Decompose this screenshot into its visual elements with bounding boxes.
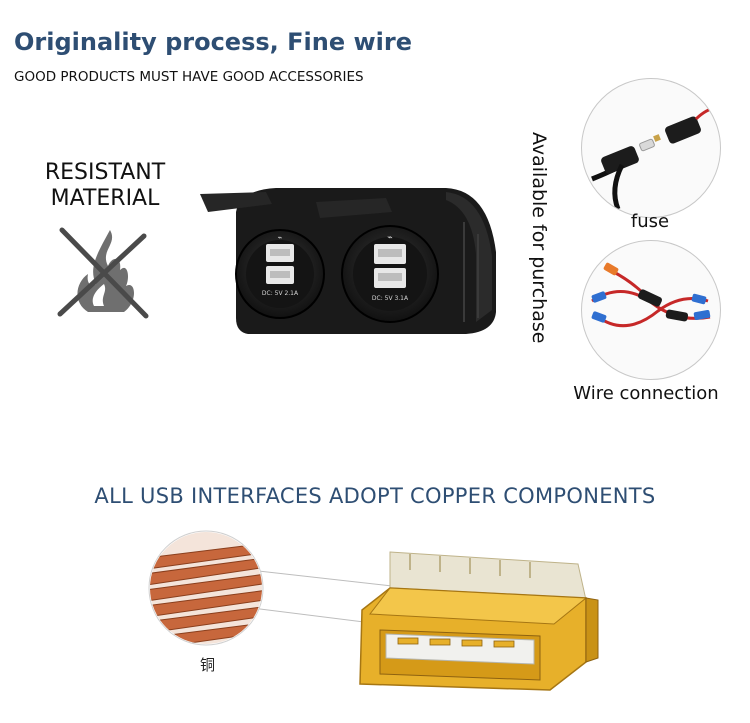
right-socket-rating: DC: 5V 3.1A [372,295,409,302]
svg-text:⌁: ⌁ [387,233,392,243]
available-for-purchase-text: Available for purchase [526,132,550,347]
copper-sample-callout [148,530,429,646]
no-fire-icon [57,227,149,319]
usb-connector-illustration [359,551,599,691]
resistant-line-2: MATERIAL [50,186,160,211]
wire-connection-image [581,240,721,380]
resistant-material-label: RESISTANT MATERIAL [20,160,190,212]
available-for-purchase-label: Available for purchase [528,132,550,344]
fuse-image [581,78,721,218]
fuse-illustration [591,105,719,210]
usb-socket-panel: ⌁ DC: 5V 2.1A ⌁ DC: 5V 3.1A [200,188,496,334]
page-title: Originality process, Fine wire [14,28,412,56]
left-socket-rating: DC: 5V 2.1A [262,290,299,297]
wire-connection-illustration [591,262,711,328]
wire-connection-caption: Wire connection [573,383,719,404]
resistant-line-1: RESISTANT [44,160,166,185]
usb-section-heading: ALL USB INTERFACES ADOPT COPPER COMPONEN… [94,484,656,508]
page-subtitle: GOOD PRODUCTS MUST HAVE GOOD ACCESSORIES [14,69,364,85]
svg-text:⌁: ⌁ [278,233,283,242]
copper-caption: 铜 [200,656,216,674]
fuse-caption: fuse [630,211,670,232]
